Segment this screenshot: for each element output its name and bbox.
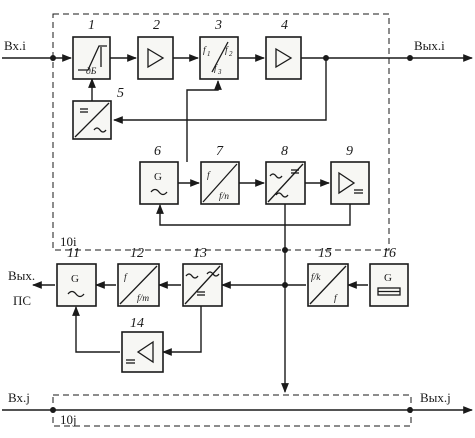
block-3-number: 3 <box>214 18 222 33</box>
output-ps-label: Вых. <box>8 268 35 283</box>
block-5-converter: 5 <box>72 86 124 140</box>
block-13-converter: 13 <box>182 246 223 307</box>
unit-i-label: 10i <box>60 234 77 249</box>
block-3-f2-sub: 2 <box>229 50 233 58</box>
block-12-divider: f f/m 12 <box>117 246 160 307</box>
block-12-number: 12 <box>130 246 144 261</box>
block-4-number: 4 <box>281 18 288 33</box>
block-16-number: 16 <box>382 246 396 261</box>
block-3-f3-sub: 3 <box>217 68 222 76</box>
block-2-amplifier: 2 <box>137 18 174 80</box>
block-7-number: 7 <box>216 144 224 159</box>
output-i-label: Вых.i <box>414 38 445 53</box>
block-2-number: 2 <box>153 18 160 33</box>
block-13-number: 13 <box>193 246 207 261</box>
block-7-bottom: f/n <box>219 191 229 202</box>
block-15-bottom: f <box>334 293 338 304</box>
block-7-divider: f f/n 7 <box>200 144 240 205</box>
block-3-f3: f <box>214 63 218 74</box>
output-j-label: Вых.j <box>420 390 451 405</box>
block-8-converter: 8 <box>265 144 306 205</box>
block-7-top: f <box>207 170 211 181</box>
block-6-g-label: G <box>154 171 162 183</box>
input-j-label: Вх.j <box>8 390 30 405</box>
signal-wires <box>2 54 473 414</box>
block-4-amplifier: 4 <box>265 18 302 80</box>
block-16-crystal-generator: G 16 <box>369 246 409 307</box>
block-1-db-label: дБ <box>86 66 97 77</box>
block-9-amplifier: 9 <box>330 144 370 205</box>
block-11-generator: G 11 <box>56 246 97 307</box>
block-15-number: 15 <box>318 246 332 261</box>
block-3-f1-sub: 1 <box>207 50 211 58</box>
unit-j-label: 10j <box>60 412 77 427</box>
block-9-number: 9 <box>346 144 353 159</box>
block-6-generator: G 6 <box>139 144 179 205</box>
block-11-g-label: G <box>71 273 79 285</box>
input-i-label: Вх.i <box>4 38 26 53</box>
block-15-divider: f/k f 15 <box>307 246 349 307</box>
block-3-f2: f <box>225 45 229 56</box>
junction-dots <box>50 55 413 413</box>
block-1-limiter: дБ 1 <box>72 18 111 80</box>
block-8-number: 8 <box>281 144 288 159</box>
block-14-amplifier: 14 <box>121 316 164 373</box>
unit-i-frame <box>52 13 390 251</box>
block-15-top: f/k <box>311 272 321 283</box>
block-11-number: 11 <box>67 246 80 261</box>
block-12-top: f <box>124 272 128 283</box>
block-5-number: 5 <box>117 86 124 101</box>
block-12-bottom: f/m <box>137 293 149 304</box>
block-16-g-label: G <box>384 272 392 284</box>
block-6-number: 6 <box>154 144 161 159</box>
output-ps-label-2: ПС <box>13 293 31 308</box>
block-1-number: 1 <box>88 18 95 33</box>
block-3-frequency-converter: f 1 f 2 f 3 3 <box>199 18 239 80</box>
block-3-f1: f <box>203 45 207 56</box>
block-14-number: 14 <box>130 316 144 331</box>
